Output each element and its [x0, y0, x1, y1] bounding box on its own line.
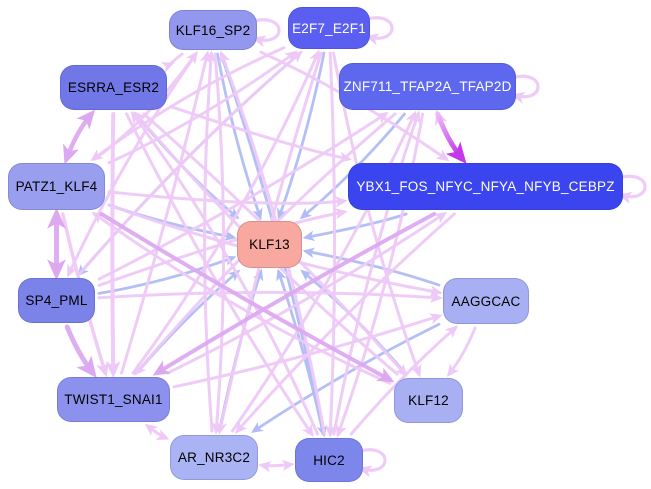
edge-klf12-patz1: [91, 211, 392, 385]
edge-twist1-ar: [144, 423, 170, 440]
node-e2f7[interactable]: E2F7_E2F1: [288, 7, 370, 49]
node-patz1[interactable]: PATZ1_KLF4: [8, 163, 105, 210]
edge-twist1-ybx1: [166, 211, 448, 375]
edge-klf16-esrra: [160, 52, 184, 73]
edge-znf711-ybx1: [435, 111, 467, 164]
edge-e2f7-patz1: [90, 46, 286, 162]
node-label: HIC2: [313, 452, 345, 468]
node-label: ZNF711_TFAP2A_TFAP2D: [343, 79, 512, 94]
self-loop-e2f7: [365, 16, 394, 46]
node-esrra[interactable]: ESRRA_ESR2: [60, 65, 167, 110]
node-label: YBX1_FOS_NFYC_NFYA_NFYB_CEBPZ: [356, 179, 615, 194]
edge-klf16-sp4: [67, 52, 198, 278]
node-label: TWIST1_SNAI1: [64, 392, 163, 407]
edge-ybx1-twist1: [152, 212, 437, 376]
node-aaggcac[interactable]: AAGGCAC: [443, 278, 529, 324]
edge-klf16-klf13: [216, 52, 263, 221]
self-loop-klf16: [252, 18, 281, 48]
edge-e2f7-klf13: [276, 51, 326, 221]
node-label: PATZ1_KLF4: [15, 179, 98, 194]
edge-ybx1-klf13: [302, 212, 408, 242]
edge-ar-hic2: [258, 459, 295, 473]
edge-patz1-klf12: [99, 212, 395, 383]
edge-esrra-twist1: [105, 112, 121, 379]
node-label: E2F7_E2F1: [292, 20, 366, 36]
node-klf16[interactable]: KLF16_SP2: [169, 10, 257, 50]
node-label: AAGGCAC: [451, 293, 521, 309]
node-sp4[interactable]: SP4_PML: [18, 278, 95, 323]
edge-hic2-esrra: [130, 110, 320, 436]
self-loop-ybx1: [618, 174, 647, 204]
node-ybx1[interactable]: YBX1_FOS_NFYC_NFYA_NFYB_CEBPZ: [348, 163, 623, 210]
node-klf13[interactable]: KLF13: [237, 221, 302, 268]
node-label: SP4_PML: [25, 293, 88, 308]
node-ar[interactable]: AR_NR3C2: [170, 435, 258, 480]
edge-esrra-hic2: [125, 112, 314, 438]
edge-sp4-e2f7: [77, 50, 303, 276]
edge-sp4-twist1: [64, 324, 97, 378]
node-label: KLF13: [249, 237, 290, 252]
edge-ar-znf711: [230, 110, 417, 433]
edge-aaggcac-klf12: [446, 326, 477, 377]
node-twist1[interactable]: TWIST1_SNAI1: [57, 377, 170, 422]
node-label: KLF12: [408, 393, 449, 408]
node-klf12[interactable]: KLF12: [394, 378, 463, 423]
node-label: ESRRA_ESR2: [67, 80, 160, 95]
node-znf711[interactable]: ZNF711_TFAP2A_TFAP2D: [339, 63, 516, 110]
edge-sp4-aaggcac: [97, 290, 443, 303]
edge-twist1-aaggcac: [172, 313, 443, 389]
edge-hic2-aaggcac: [349, 325, 459, 436]
edge-aaggcac-klf13: [302, 247, 441, 287]
node-label: AR_NR3C2: [177, 450, 251, 465]
node-label: KLF16_SP2: [175, 22, 251, 38]
edge-esrra-patz1: [63, 109, 96, 165]
edge-hic2-znf711: [332, 110, 421, 436]
node-hic2[interactable]: HIC2: [295, 438, 363, 482]
edge-ar-klf16: [203, 50, 217, 433]
edge-twist1-klf16: [120, 50, 211, 375]
edge-e2f7-hic2: [324, 51, 337, 438]
edge-patz1-ybx1: [107, 190, 348, 208]
edge-esrra-ybx1: [169, 105, 353, 163]
edge-ybx1-ar: [234, 212, 456, 434]
self-loop-znf711: [511, 74, 540, 104]
self-loop-hic2: [358, 448, 387, 478]
